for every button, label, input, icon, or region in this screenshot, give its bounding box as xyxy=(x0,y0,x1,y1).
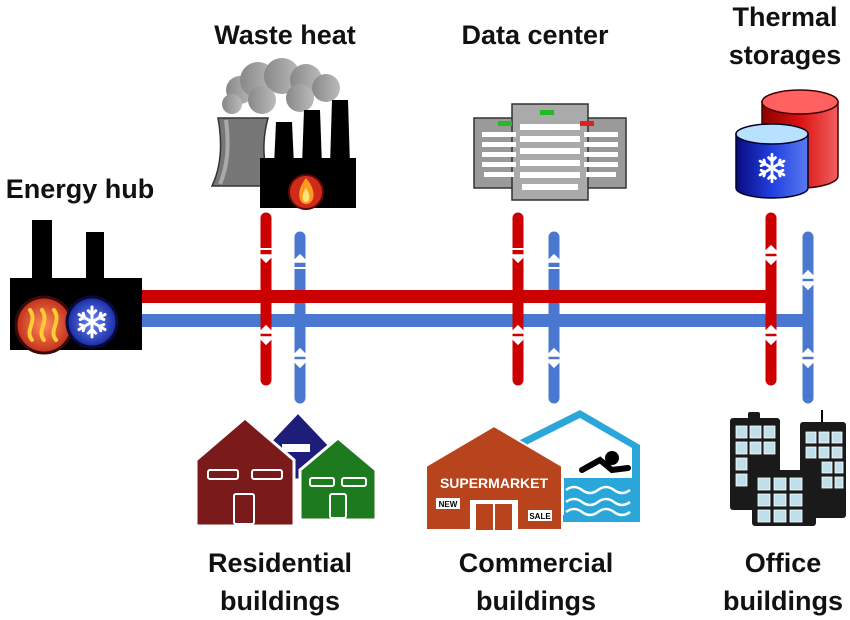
new-sign: NEW xyxy=(439,500,458,509)
arrow-up-icon xyxy=(545,253,563,269)
arrow-bidirectional-icon xyxy=(799,347,817,369)
arrow-bidirectional-icon xyxy=(762,324,780,346)
flame-icon xyxy=(288,174,324,210)
office-label-line2: buildings xyxy=(723,586,843,616)
cold-main-pipe xyxy=(140,314,813,327)
server-rack-icon xyxy=(473,103,627,201)
arrow-bidirectional-icon xyxy=(291,347,309,369)
waste-heat-power-plant-icon xyxy=(210,58,356,210)
office-label-line1: Office xyxy=(744,548,822,578)
pipe-network xyxy=(140,212,817,404)
arrow-bidirectional-icon xyxy=(545,347,563,369)
commercial-label-line2: buildings xyxy=(476,586,596,616)
arrow-down-icon xyxy=(257,248,275,264)
energy-hub-label: Energy hub xyxy=(5,174,155,204)
arrow-bidirectional-icon xyxy=(509,324,527,346)
residential-label-line1: Residential xyxy=(207,548,353,578)
office-tower-icon xyxy=(730,410,846,526)
thermal-storages-label-line2: storages xyxy=(728,40,842,70)
residential-label-line2: buildings xyxy=(220,586,340,616)
data-center-label: Data center xyxy=(461,20,609,50)
sale-sign: SALE xyxy=(529,512,551,521)
energy-hub-factory-icon xyxy=(10,220,142,355)
supermarket-sign: SUPERMARKET xyxy=(440,475,549,491)
snowflake-icon xyxy=(65,295,119,349)
cold-tank-icon xyxy=(735,123,809,199)
residential-houses-icon xyxy=(194,409,378,528)
house-icon xyxy=(298,436,378,522)
arrow-bidirectional-icon xyxy=(257,324,275,346)
supermarket-icon: SUPERMARKET NEW SALE xyxy=(425,424,563,531)
flame-icon xyxy=(14,295,74,355)
thermal-storages-label-line1: Thermal xyxy=(732,2,838,32)
house-icon xyxy=(194,416,296,528)
arrow-bidirectional-icon xyxy=(762,244,780,266)
hot-main-pipe xyxy=(140,290,776,303)
commercial-label-line1: Commercial xyxy=(458,548,614,578)
arrow-bidirectional-icon xyxy=(799,269,817,291)
waste-heat-label: Waste heat xyxy=(214,20,356,50)
arrow-up-icon xyxy=(291,253,309,269)
arrow-down-icon xyxy=(509,248,527,264)
